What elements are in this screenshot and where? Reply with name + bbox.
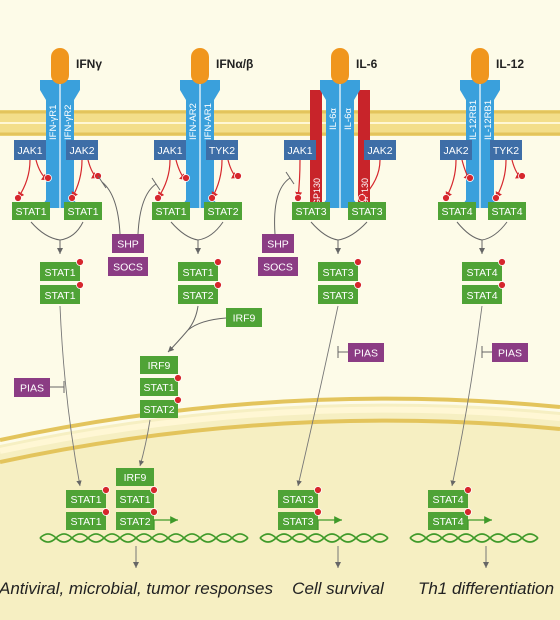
kinase-box: [14, 140, 46, 160]
irf9-label: IRF9: [233, 313, 256, 325]
docked-stat-ifnab-1: STAT1: [155, 206, 186, 218]
shp-label-left: SHP: [117, 239, 139, 251]
ifnab-ligand: [191, 48, 209, 84]
phospho-dots-nuclear: [102, 486, 472, 516]
receptor-label-ifnar2: IFN-AR2: [188, 103, 199, 140]
kinase-il12-tyk2: TYK2: [493, 145, 519, 157]
dimer-ifnab-2: STAT2: [182, 290, 213, 302]
phospho-dots-docked: [14, 172, 526, 202]
dimer-il6-2: STAT3: [322, 290, 353, 302]
outcome-th1: Th1 differentiation: [418, 579, 554, 598]
nuclear-isgf3-irf9: IRF9: [124, 472, 147, 484]
kinase-ifnab-tyk2: TYK2: [209, 145, 235, 157]
kinase-box: [284, 140, 316, 160]
outcome-cell-survival: Cell survival: [292, 579, 385, 598]
docked-stat-il6-2: STAT3: [351, 206, 382, 218]
pias-label-il12: PIAS: [498, 348, 522, 360]
nuclear-complexes: [66, 468, 468, 530]
dimer-ifng-1: STAT1: [44, 267, 75, 279]
isgf3-irf9: IRF9: [148, 360, 171, 372]
cytoplasmic-dimers: [40, 262, 502, 304]
receptor-label-ifnar1: IFN-AR1: [203, 103, 214, 140]
dimer-il12-2: STAT4: [466, 290, 497, 302]
il6-ligand: [331, 48, 349, 84]
nuclear-ifng-1: STAT1: [70, 494, 101, 506]
irf9-box: [226, 308, 262, 327]
receptor-label-il6a-left: IL-6α: [328, 108, 339, 130]
isgf3-stat2: STAT2: [143, 404, 174, 416]
kinase-il6-jak1: JAK1: [287, 145, 312, 157]
kinase-box: [364, 140, 396, 160]
isgf3-cytoplasmic: [140, 356, 178, 418]
receptor-label-ifngr2: IFN-γR2: [63, 105, 74, 140]
socs-label-right: SOCS: [263, 262, 293, 274]
dimer-il6-1: STAT3: [322, 267, 353, 279]
docked-stat-il12-2: STAT4: [491, 206, 522, 218]
shp-label-right: SHP: [267, 239, 289, 251]
docked-stat-boxes: [12, 202, 526, 220]
transcription-start-arrows: [153, 516, 492, 530]
dimer-il12-1: STAT4: [466, 267, 497, 279]
kinase-box: [206, 140, 238, 160]
inhibitor-boxes: [14, 234, 528, 397]
kinase-ifng-jak2: JAK2: [69, 145, 94, 157]
isgf3-stat1: STAT1: [143, 382, 174, 394]
kinase-il6-jak2: JAK2: [367, 145, 392, 157]
il12-receptor-complex: [460, 48, 500, 208]
nuclear-isgf3-stat1: STAT1: [119, 494, 150, 506]
gp130-label-left: GP130: [312, 178, 322, 206]
receptor-label-il12rb1-right: IL-12RB1: [483, 100, 494, 140]
dimer-ifnab-1: STAT1: [182, 267, 213, 279]
kinase-ifng-jak1: JAK1: [17, 145, 42, 157]
inhibition-lines: [50, 171, 492, 393]
receptor-label-il6a-right: IL-6α: [343, 108, 354, 130]
convergence-arrows: [30, 221, 508, 254]
docked-stat-ifng-1: STAT1: [15, 206, 46, 218]
nuclear-il12-1: STAT4: [432, 494, 463, 506]
nuclear-envelope: [0, 396, 560, 620]
ligand-label-il12: IL-12: [496, 57, 524, 71]
nuclear-il6-2: STAT3: [282, 516, 313, 528]
kinase-box: [490, 140, 522, 160]
ligand-label-ifnab: IFNα/β: [216, 57, 253, 71]
ligand-label-ifng: IFNγ: [76, 57, 102, 71]
kinase-box: [66, 140, 98, 160]
receptor-label-ifngr1: IFN-γR1: [48, 105, 59, 140]
kinase-box: [440, 140, 472, 160]
phospho-dots-isgf3: [174, 374, 182, 404]
receptor-label-il12rb1-left: IL-12RB1: [468, 100, 479, 140]
outcome-arrows: [133, 546, 489, 568]
kinase-boxes: [14, 140, 522, 160]
docked-stat-ifng-2: STAT1: [67, 206, 98, 218]
dimer-ifng-2: STAT1: [44, 290, 75, 302]
pias-label-ifng: PIAS: [20, 383, 44, 395]
ifng-ligand: [51, 48, 69, 84]
phospho-dots-dimers: [76, 258, 506, 289]
nuclear-il12-2: STAT4: [432, 516, 463, 528]
ligand-label-il6: IL-6: [356, 57, 378, 71]
phosphorylation-arrows: [17, 159, 523, 199]
docked-stat-ifnab-2: STAT2: [207, 206, 238, 218]
pias-label-il6: PIAS: [354, 348, 378, 360]
kinase-box: [154, 140, 186, 160]
translocation-arrows: [59, 305, 483, 487]
isgf3-assembly-arrows: [167, 305, 227, 353]
docked-stat-il12-1: STAT4: [441, 206, 472, 218]
kinase-il12-jak2: JAK2: [443, 145, 468, 157]
kinase-ifnab-jak1: JAK1: [157, 145, 182, 157]
dna-helices: [39, 533, 539, 543]
socs-label-left: SOCS: [113, 262, 143, 274]
outcome-antiviral: Antiviral, microbial, tumor responses: [0, 579, 273, 598]
ifng-receptor-complex: [40, 48, 80, 208]
il12-ligand: [471, 48, 489, 84]
nuclear-ifng-2: STAT1: [70, 516, 101, 528]
nuclear-il6-1: STAT3: [282, 494, 313, 506]
docked-stat-il6-1: STAT3: [295, 206, 326, 218]
nuclear-isgf3-stat2: STAT2: [119, 516, 150, 528]
ifnab-receptor-complex: [180, 48, 220, 208]
